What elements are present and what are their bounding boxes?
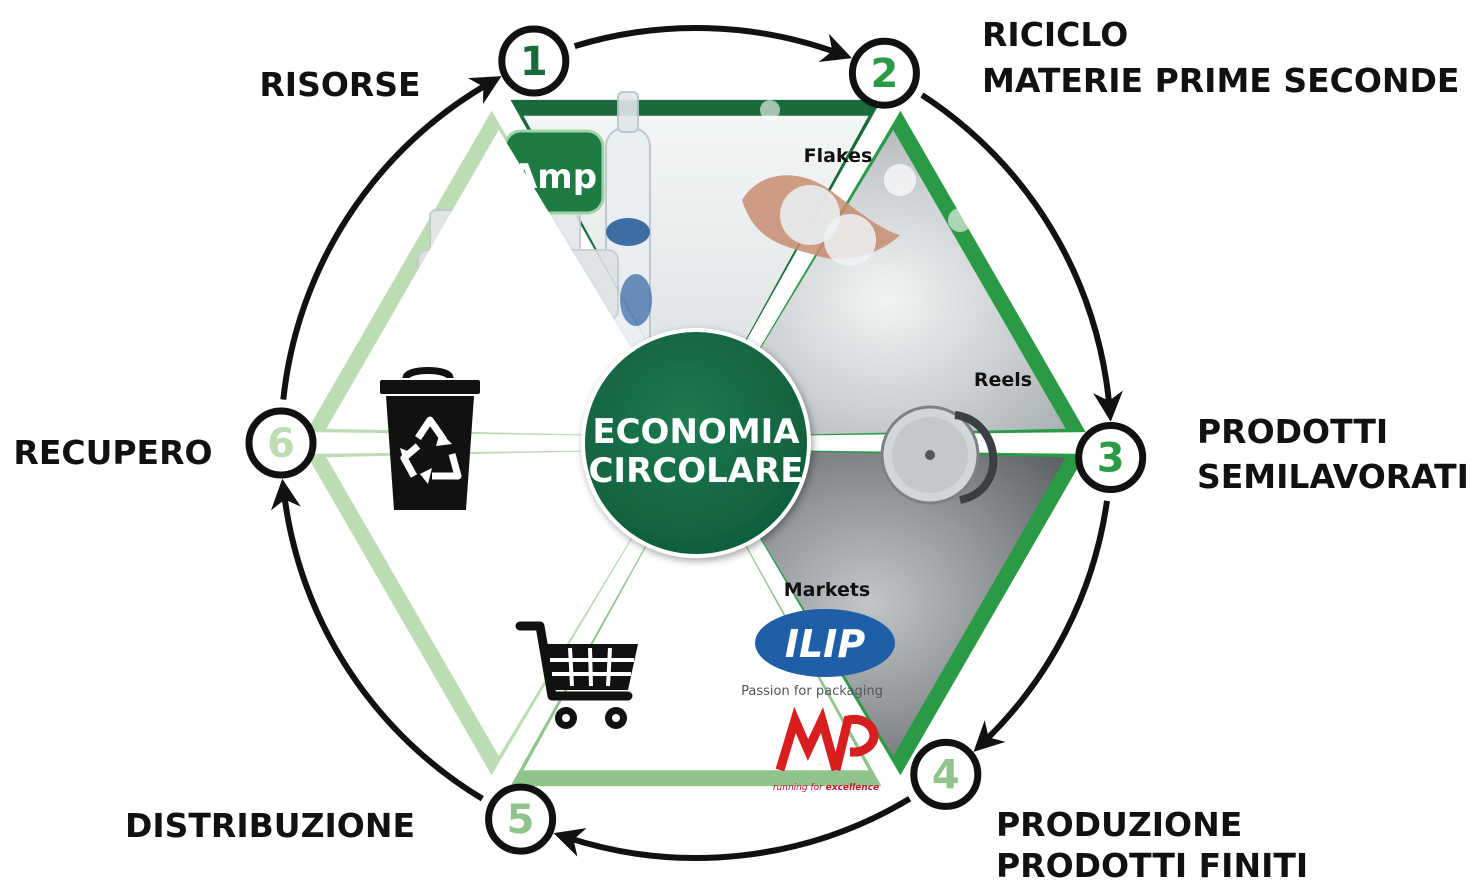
mp-logo-text: MP bbox=[819, 764, 821, 766]
step-6-badge: 6 bbox=[245, 407, 317, 479]
step-2-badge: 2 bbox=[848, 37, 920, 109]
cycle-arrow-1 bbox=[573, 25, 852, 62]
step-1-number: 1 bbox=[520, 39, 548, 85]
markets-label: Markets bbox=[784, 579, 871, 601]
step-4-number: 4 bbox=[932, 752, 960, 798]
recycle-bin-icon bbox=[380, 367, 480, 510]
step-5-number: 5 bbox=[507, 797, 535, 843]
recovery-segment bbox=[326, 129, 685, 510]
center-title-line-1: ECONOMIA bbox=[592, 412, 800, 452]
step-5-badge: 5 bbox=[485, 783, 557, 855]
step-5-label: DISTRIBUZIONE bbox=[125, 806, 415, 845]
step-labels: RISORSE RICICLO MATERIE PRIME SECONDE PR… bbox=[13, 15, 1469, 884]
mp-slogan-excellence: excellence bbox=[826, 783, 879, 793]
step-3-label-line-2: SEMILAVORATI bbox=[1197, 457, 1469, 496]
cycle-arrow-6 bbox=[280, 76, 502, 400]
ilip-logo-text: ILIP bbox=[785, 622, 865, 666]
mp-logo: MP running for excellence bbox=[773, 706, 879, 793]
cycle-arrows bbox=[271, 25, 1124, 861]
flakes-label: Flakes bbox=[804, 145, 873, 167]
center-circle bbox=[581, 328, 811, 558]
cycle-arrow-5 bbox=[271, 478, 484, 802]
step-1-label: RISORSE bbox=[259, 65, 420, 104]
step-badges: 1 2 3 4 5 6 bbox=[245, 25, 1147, 855]
step-6-number: 6 bbox=[267, 421, 295, 467]
ilip-logo: ILIP Passion for packaging bbox=[741, 609, 895, 699]
semi-finished-segment: Reels bbox=[707, 369, 1066, 757]
cycle-arrow-4 bbox=[553, 796, 912, 861]
film-reel-icon bbox=[880, 405, 998, 505]
mp-slogan: running for excellence bbox=[773, 783, 879, 793]
step-3-label-line-1: PRODOTTI bbox=[1197, 412, 1388, 451]
reels-label: Reels bbox=[974, 369, 1032, 391]
step-2-number: 2 bbox=[870, 51, 898, 97]
step-4-badge: 4 bbox=[910, 738, 982, 810]
center-title-line-2: CIRCOLARE bbox=[588, 451, 803, 491]
recycling-segment: Flakes bbox=[707, 100, 1066, 437]
step-4-label-line-2: PRODOTTI FINITI bbox=[996, 846, 1308, 884]
step-1-badge: 1 bbox=[498, 25, 570, 97]
sector-content: Amp Flakes Reels bbox=[326, 91, 1066, 793]
ilip-tagline: Passion for packaging bbox=[741, 684, 883, 699]
step-2-label-line-1: RICICLO bbox=[982, 15, 1128, 54]
cycle-arrow-3 bbox=[973, 500, 1110, 752]
shopping-cart-icon bbox=[515, 621, 638, 729]
step-3-number: 3 bbox=[1097, 436, 1125, 482]
cycle-arrow-2 bbox=[920, 92, 1124, 422]
distribution-segment bbox=[326, 449, 685, 757]
pet-flakes-icon bbox=[742, 100, 972, 266]
step-6-label: RECUPERO bbox=[13, 433, 212, 472]
step-3-badge: 3 bbox=[1075, 422, 1147, 493]
step-4-label-line-1: PRODUZIONE bbox=[996, 805, 1242, 844]
step-2-label-line-2: MATERIE PRIME SECONDE bbox=[982, 61, 1459, 100]
mp-slogan-running: running for bbox=[773, 783, 826, 793]
